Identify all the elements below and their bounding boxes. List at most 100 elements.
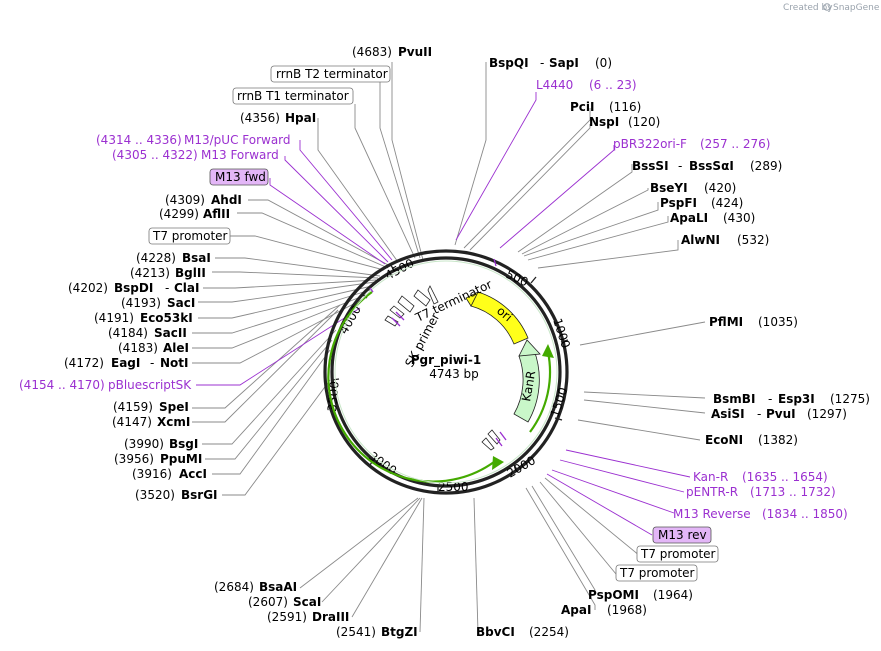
primer-name[interactable]: L4440	[536, 78, 573, 92]
site-pos: (3956)	[114, 452, 154, 466]
site-pos: (4202)	[68, 281, 108, 295]
site-name[interactable]: BseYI	[650, 181, 688, 195]
primer-marks	[369, 258, 507, 447]
site-pos: (4683)	[352, 45, 392, 59]
site-name[interactable]: PspOMI	[588, 588, 639, 602]
primer-leader-lines	[196, 92, 691, 536]
primer-name[interactable]: M13/pUC Forward	[184, 133, 291, 147]
site-name[interactable]: Esp3I	[778, 392, 815, 406]
site-pos: (2541)	[336, 625, 376, 639]
plasmid-name: Pgr_piwi-1	[411, 353, 482, 368]
site-sep: -	[678, 159, 682, 173]
site-pos: (4299)	[159, 207, 199, 221]
feature-box[interactable]	[148, 227, 231, 245]
feature-box-label: T7 promoter	[152, 229, 228, 243]
site-name[interactable]: PflMI	[709, 315, 743, 329]
feature-box[interactable]	[615, 564, 698, 582]
primer-name[interactable]: Kan-R	[693, 470, 728, 484]
site-name[interactable]: DraIII	[312, 610, 349, 624]
site-pos: (2684)	[214, 580, 254, 594]
site-name[interactable]: BsrGI	[181, 488, 218, 502]
primer-box[interactable]	[652, 526, 712, 544]
feature-box[interactable]	[232, 87, 354, 105]
site-pos: (4159)	[113, 400, 153, 414]
site-name[interactable]: BsmBI	[713, 392, 755, 406]
site-name[interactable]: BspQI	[489, 56, 529, 70]
site-pos: (4191)	[94, 311, 134, 325]
primer-range: (257 .. 276)	[700, 137, 770, 151]
site-name[interactable]: XcmI	[157, 415, 190, 429]
credit-prefix: Created by	[783, 3, 833, 13]
site-name[interactable]: SacI	[167, 296, 195, 310]
site-name[interactable]: PpuMI	[160, 452, 202, 466]
site-name[interactable]: NspI	[589, 115, 619, 129]
site-name[interactable]: BssSαI	[689, 159, 734, 173]
site-name[interactable]: Eco53kI	[140, 311, 193, 325]
primer-name[interactable]: M13 Forward	[201, 148, 279, 162]
site-name[interactable]: EcoNI	[705, 433, 743, 447]
site-name[interactable]: PvuI	[766, 407, 796, 421]
feature-box[interactable]	[636, 545, 719, 563]
site-name[interactable]: AccI	[179, 467, 207, 481]
primer-name[interactable]: pBR322ori-F	[613, 137, 687, 151]
site-name[interactable]: AlwNI	[681, 233, 720, 247]
primer-name[interactable]: pENTR-R	[686, 485, 738, 499]
site-name[interactable]: PciI	[570, 100, 595, 114]
site-name[interactable]: BsaI	[182, 251, 211, 265]
leader-lines	[192, 62, 706, 633]
feature-box-label: rrnB T1 terminator	[237, 89, 349, 103]
site-pos: (2607)	[248, 595, 288, 609]
site-name[interactable]: BtgZI	[381, 625, 418, 639]
site-name[interactable]: PvuII	[398, 45, 432, 59]
site-name[interactable]: AhdI	[211, 193, 242, 207]
site-name[interactable]: BssSI	[632, 159, 669, 173]
primer-box-label: M13 rev	[658, 528, 707, 542]
site-name[interactable]: SacII	[154, 326, 187, 340]
site-name[interactable]: EagI	[111, 356, 140, 370]
site-name[interactable]: PspFI	[660, 196, 697, 210]
feature-track-right	[529, 351, 552, 433]
primer-range: (1635 .. 1654)	[742, 470, 828, 484]
site-name[interactable]: ApaI	[561, 603, 591, 617]
site-pos: (4309)	[165, 193, 205, 207]
primer-name[interactable]: pBluescriptSK	[108, 378, 192, 392]
site-pos: (0)	[595, 56, 612, 70]
feature-box[interactable]	[270, 65, 391, 83]
site-name[interactable]: SpeI	[159, 400, 189, 414]
site-name[interactable]: ClaI	[174, 281, 199, 295]
site-name[interactable]: AleI	[163, 341, 189, 355]
site-name[interactable]: BglII	[175, 266, 206, 280]
site-name[interactable]: SapI	[549, 56, 579, 70]
site-sep: -	[768, 392, 772, 406]
feature-track-arrowhead	[542, 344, 554, 358]
site-name[interactable]: AflII	[203, 207, 230, 221]
primer-box[interactable]	[209, 168, 269, 186]
site-pos: (3520)	[135, 488, 175, 502]
site-pos: (4184)	[108, 326, 148, 340]
site-name[interactable]: HpaI	[285, 111, 316, 125]
backbone-inner-ring	[330, 256, 562, 488]
primer-name[interactable]: M13 Reverse	[673, 507, 751, 521]
snapgene-logo-icon	[823, 3, 831, 11]
site-name[interactable]: BbvCI	[476, 625, 515, 639]
ori-arrow-tip	[465, 291, 479, 307]
site-pos: (4356)	[240, 111, 280, 125]
site-name[interactable]: BsaAI	[259, 580, 297, 594]
kanr-feature[interactable]	[513, 349, 540, 423]
site-pos: (4213)	[130, 266, 170, 280]
site-name[interactable]: AsiSI	[711, 407, 745, 421]
site-pos: (532)	[737, 233, 769, 247]
site-name[interactable]: ApaLI	[670, 211, 708, 225]
feature-box-label: T7 promoter	[619, 566, 695, 580]
site-name[interactable]: ScaI	[293, 595, 321, 609]
site-name[interactable]: BspDI	[114, 281, 153, 295]
site-pos: (420)	[704, 181, 736, 195]
site-name[interactable]: BsgI	[169, 437, 198, 451]
ori-feature[interactable]	[470, 291, 529, 345]
primer-range: (4314 .. 4336)	[96, 133, 182, 147]
backbone-outer-ring	[323, 249, 569, 495]
site-pos: (2591)	[267, 610, 307, 624]
site-sep: -	[150, 356, 154, 370]
site-name[interactable]: NotI	[160, 356, 189, 370]
site-pos: (116)	[609, 100, 641, 114]
